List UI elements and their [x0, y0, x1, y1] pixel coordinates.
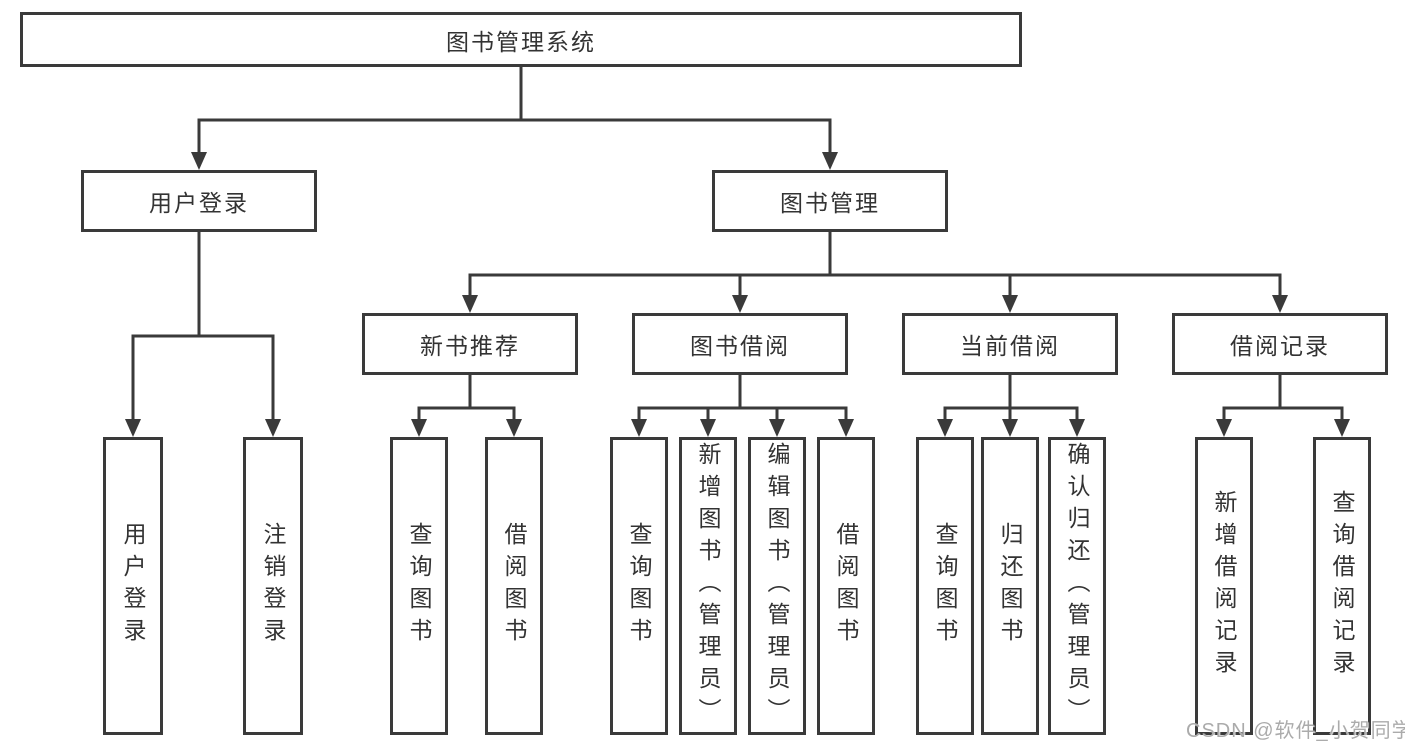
- arrowhead-icon: [1069, 419, 1085, 437]
- leaf-label: 查询借阅记录: [1329, 490, 1355, 682]
- node-confirm-return-admin: 确认归还（管理员）: [1048, 437, 1106, 735]
- leaf-label: 新增借阅记录: [1211, 490, 1237, 682]
- arrowheads-user-login-leaves: [125, 419, 281, 437]
- arrowhead-icon: [631, 419, 647, 437]
- leaf-label: 查询图书: [932, 522, 958, 650]
- node-current-borrowing: 当前借阅: [902, 313, 1118, 375]
- connector-borrowing-records-to-leaves: [1222, 373, 1344, 424]
- arrowhead-icon: [937, 419, 953, 437]
- node-borrowing-records: 借阅记录: [1172, 313, 1388, 375]
- arrowheads-book-borrowing-leaves: [631, 419, 854, 437]
- arrowhead-icon: [1334, 419, 1350, 437]
- node-borrow-books-book-borrowing: 借阅图书: [817, 437, 875, 735]
- arrowhead-icon: [822, 152, 838, 170]
- leaf-label: 用户登录: [120, 522, 146, 650]
- node-user-login-leaf: 用户登录: [103, 437, 163, 735]
- node-book-borrowing-label: 图书借阅: [690, 333, 790, 359]
- node-book-management: 图书管理: [712, 170, 948, 232]
- connector-new-books-to-leaves: [417, 373, 516, 424]
- node-query-books-new-books: 查询图书: [390, 437, 448, 735]
- node-query-books-book-borrowing: 查询图书: [610, 437, 668, 735]
- arrowhead-icon: [700, 419, 716, 437]
- leaf-label: 查询图书: [406, 522, 432, 650]
- arrowheads-level3: [462, 295, 1288, 313]
- leaf-label: 确认归还（管理员）: [1064, 442, 1090, 730]
- node-query-books-current-borrowing: 查询图书: [916, 437, 974, 735]
- arrowhead-icon: [1002, 295, 1018, 313]
- leaf-label: 新增图书（管理员）: [695, 442, 721, 730]
- arrowhead-icon: [191, 152, 207, 170]
- leaf-label: 查询图书: [626, 522, 652, 650]
- arrowhead-icon: [1216, 419, 1232, 437]
- connector-book-management-to-level3: [468, 230, 1282, 300]
- leaf-label: 注销登录: [260, 522, 286, 650]
- node-root-label: 图书管理系统: [446, 28, 596, 55]
- arrowheads-new-books-leaves: [411, 419, 522, 437]
- connector-root-to-level2: [197, 65, 832, 157]
- node-query-borrowing-record: 查询借阅记录: [1313, 437, 1371, 735]
- node-user-login: 用户登录: [81, 170, 317, 232]
- node-current-borrowing-label: 当前借阅: [960, 333, 1060, 359]
- node-logout-leaf: 注销登录: [243, 437, 303, 735]
- leaf-label: 归还图书: [997, 522, 1023, 650]
- arrowhead-icon: [506, 419, 522, 437]
- connector-user-login-to-leaves: [131, 230, 275, 424]
- leaf-label: 编辑图书（管理员）: [764, 442, 790, 730]
- arrowhead-icon: [411, 419, 427, 437]
- arrowhead-icon: [125, 419, 141, 437]
- node-root: 图书管理系统: [20, 12, 1022, 67]
- arrowhead-icon: [838, 419, 854, 437]
- node-add-borrowing-record: 新增借阅记录: [1195, 437, 1253, 735]
- node-borrow-books-new-books: 借阅图书: [485, 437, 543, 735]
- arrowheads-borrowing-records-leaves: [1216, 419, 1350, 437]
- node-book-borrowing: 图书借阅: [632, 313, 848, 375]
- connector-book-borrowing-to-leaves: [637, 373, 848, 424]
- node-borrowing-records-label: 借阅记录: [1230, 333, 1330, 359]
- arrowheads-current-borrowing-leaves: [937, 419, 1085, 437]
- arrowhead-icon: [462, 295, 478, 313]
- arrowhead-icon: [732, 295, 748, 313]
- arrowheads-level2: [191, 152, 838, 170]
- arrowhead-icon: [1002, 419, 1018, 437]
- node-book-management-label: 图书管理: [780, 190, 880, 216]
- leaf-label: 借阅图书: [501, 522, 527, 650]
- arrowhead-icon: [769, 419, 785, 437]
- node-add-books-admin: 新增图书（管理员）: [679, 437, 737, 735]
- connector-current-borrowing-to-leaves: [943, 373, 1079, 424]
- node-edit-books-admin: 编辑图书（管理员）: [748, 437, 806, 735]
- node-user-login-label: 用户登录: [149, 190, 249, 216]
- watermark: CSDN @软件_小贺同学: [1186, 720, 1405, 742]
- leaf-label: 借阅图书: [833, 522, 859, 650]
- node-new-book-recommendation: 新书推荐: [362, 313, 578, 375]
- node-return-books: 归还图书: [981, 437, 1039, 735]
- arrowhead-icon: [1272, 295, 1288, 313]
- arrowhead-icon: [265, 419, 281, 437]
- node-new-book-recommendation-label: 新书推荐: [420, 333, 520, 359]
